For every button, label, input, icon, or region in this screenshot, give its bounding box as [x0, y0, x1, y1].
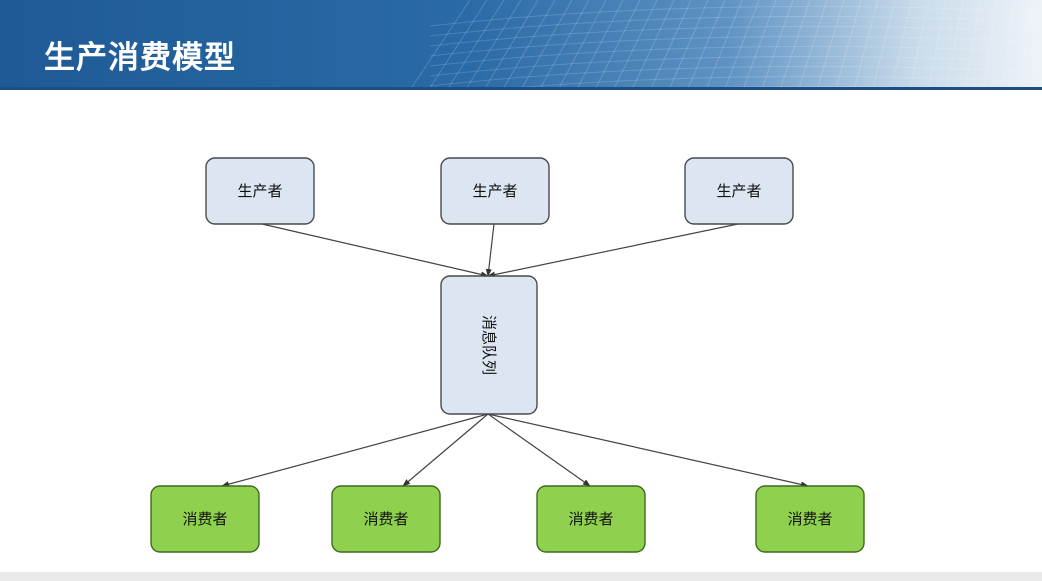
header-grid-line — [613, 0, 658, 90]
queue-to-consumer-arrow-3 — [487, 413, 591, 487]
header-grid-pattern — [409, 0, 1042, 90]
header-grid-line — [557, 0, 607, 90]
header-grid-line — [668, 0, 709, 90]
header-grid-line — [724, 0, 760, 90]
header-grid-line — [465, 0, 522, 90]
header-grid-line — [964, 0, 981, 90]
header-grid-line — [816, 0, 845, 90]
header-grid-line — [742, 0, 777, 90]
header-grid-curve — [429, 65, 1042, 87]
producer-to-queue-arrow-1 — [261, 223, 489, 278]
header-grid-line — [687, 0, 726, 90]
consumer-label-4: 消费者 — [787, 510, 832, 528]
consumer-label-3: 消费者 — [568, 510, 613, 528]
header-grid-line — [631, 0, 675, 90]
header-grid-line — [853, 0, 879, 90]
producer-node-1 — [205, 157, 315, 225]
header-grid-line — [409, 0, 471, 90]
header-grid-line — [428, 0, 488, 90]
producer-node-2 — [440, 157, 550, 225]
header-divider — [0, 87, 1042, 90]
header-grid-line — [872, 0, 896, 90]
header-grid-line — [1020, 0, 1032, 90]
slide-title: 生产消费模型 — [44, 40, 236, 76]
header-grid-line — [502, 0, 556, 90]
slide-header: 生产消费模型 — [0, 0, 1042, 90]
producer-label-3: 生产者 — [716, 182, 761, 200]
header-grid-line — [946, 0, 964, 90]
header-grid-line — [761, 0, 794, 90]
consumer-label-1: 消费者 — [182, 510, 227, 528]
message-queue-node — [440, 275, 538, 415]
header-grid-line — [539, 0, 590, 90]
header-grid-curve — [429, 45, 1042, 67]
consumer-label-2: 消费者 — [363, 510, 408, 528]
producer-node-3 — [684, 157, 794, 225]
header-grid-line — [650, 0, 692, 90]
header-grid-line — [594, 0, 641, 90]
slide-footer-strip — [0, 572, 1042, 581]
message-queue-label: 消息队列 — [480, 315, 498, 375]
header-grid-curve — [429, 5, 1042, 27]
header-grid-line — [890, 0, 913, 90]
header-grid-line — [520, 0, 573, 90]
header-grid-line — [446, 0, 505, 90]
header-grid-line — [927, 0, 947, 90]
queue-to-consumer-arrow-4 — [487, 413, 809, 488]
queue-to-consumer-arrow-1 — [221, 413, 489, 488]
header-grid-line — [1001, 0, 1015, 90]
header-grid-line — [576, 0, 624, 90]
producer-label-2: 生产者 — [472, 182, 517, 200]
producer-to-queue-arrow-3 — [487, 223, 739, 278]
header-grid-line — [835, 0, 862, 90]
queue-to-consumer-arrow-2 — [402, 413, 489, 487]
header-grid-line — [909, 0, 930, 90]
header-grid-line — [705, 0, 743, 90]
header-grid-line — [983, 0, 998, 90]
header-grid-line — [798, 0, 828, 90]
consumer-node-3 — [536, 485, 646, 553]
header-grid-line — [483, 0, 539, 90]
header-grid-curve — [429, 35, 1042, 57]
producer-to-queue-arrow-2 — [485, 223, 495, 277]
header-grid-curve — [429, 15, 1042, 37]
producer-label-1: 生产者 — [237, 182, 282, 200]
header-grid-curve — [429, 25, 1042, 47]
header-grid-line — [779, 0, 811, 90]
header-grid-curve — [429, 55, 1042, 77]
consumer-node-4 — [755, 485, 865, 553]
consumer-node-2 — [331, 485, 441, 553]
consumer-node-1 — [150, 485, 260, 553]
